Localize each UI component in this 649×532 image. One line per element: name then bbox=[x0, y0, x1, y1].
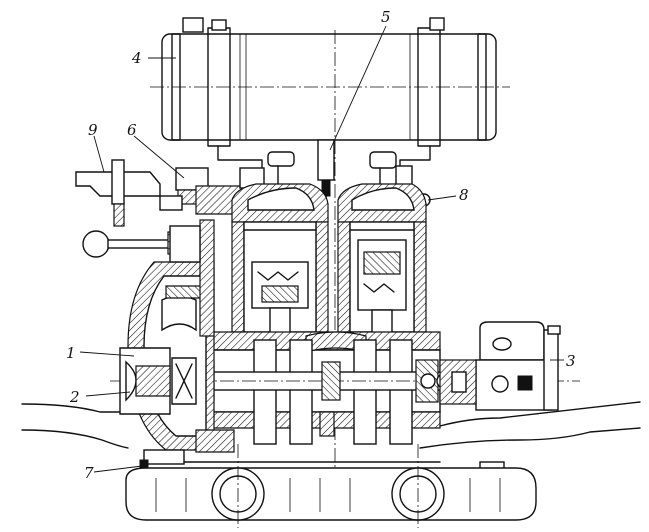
cylinder-block bbox=[231, 183, 427, 369]
callout-5: 5 bbox=[381, 8, 391, 26]
leader-lines bbox=[79, 25, 564, 473]
fuel-tank bbox=[150, 17, 510, 520]
callout-8: 8 bbox=[459, 186, 469, 204]
callout-4: 4 bbox=[131, 49, 142, 67]
callout-3: 3 bbox=[566, 352, 576, 370]
callout-7: 7 bbox=[84, 464, 94, 482]
crankcase bbox=[110, 331, 580, 445]
callout-9: 9 bbox=[88, 121, 98, 139]
callout-labels: 1 2 3 4 5 6 7 8 9 bbox=[66, 8, 576, 482]
callout-6: 6 bbox=[127, 121, 137, 139]
magneto bbox=[439, 321, 561, 411]
fan-housing bbox=[119, 219, 235, 473]
callout-1: 1 bbox=[66, 344, 76, 362]
track-assembly bbox=[125, 444, 537, 528]
callout-2: 2 bbox=[69, 388, 80, 406]
